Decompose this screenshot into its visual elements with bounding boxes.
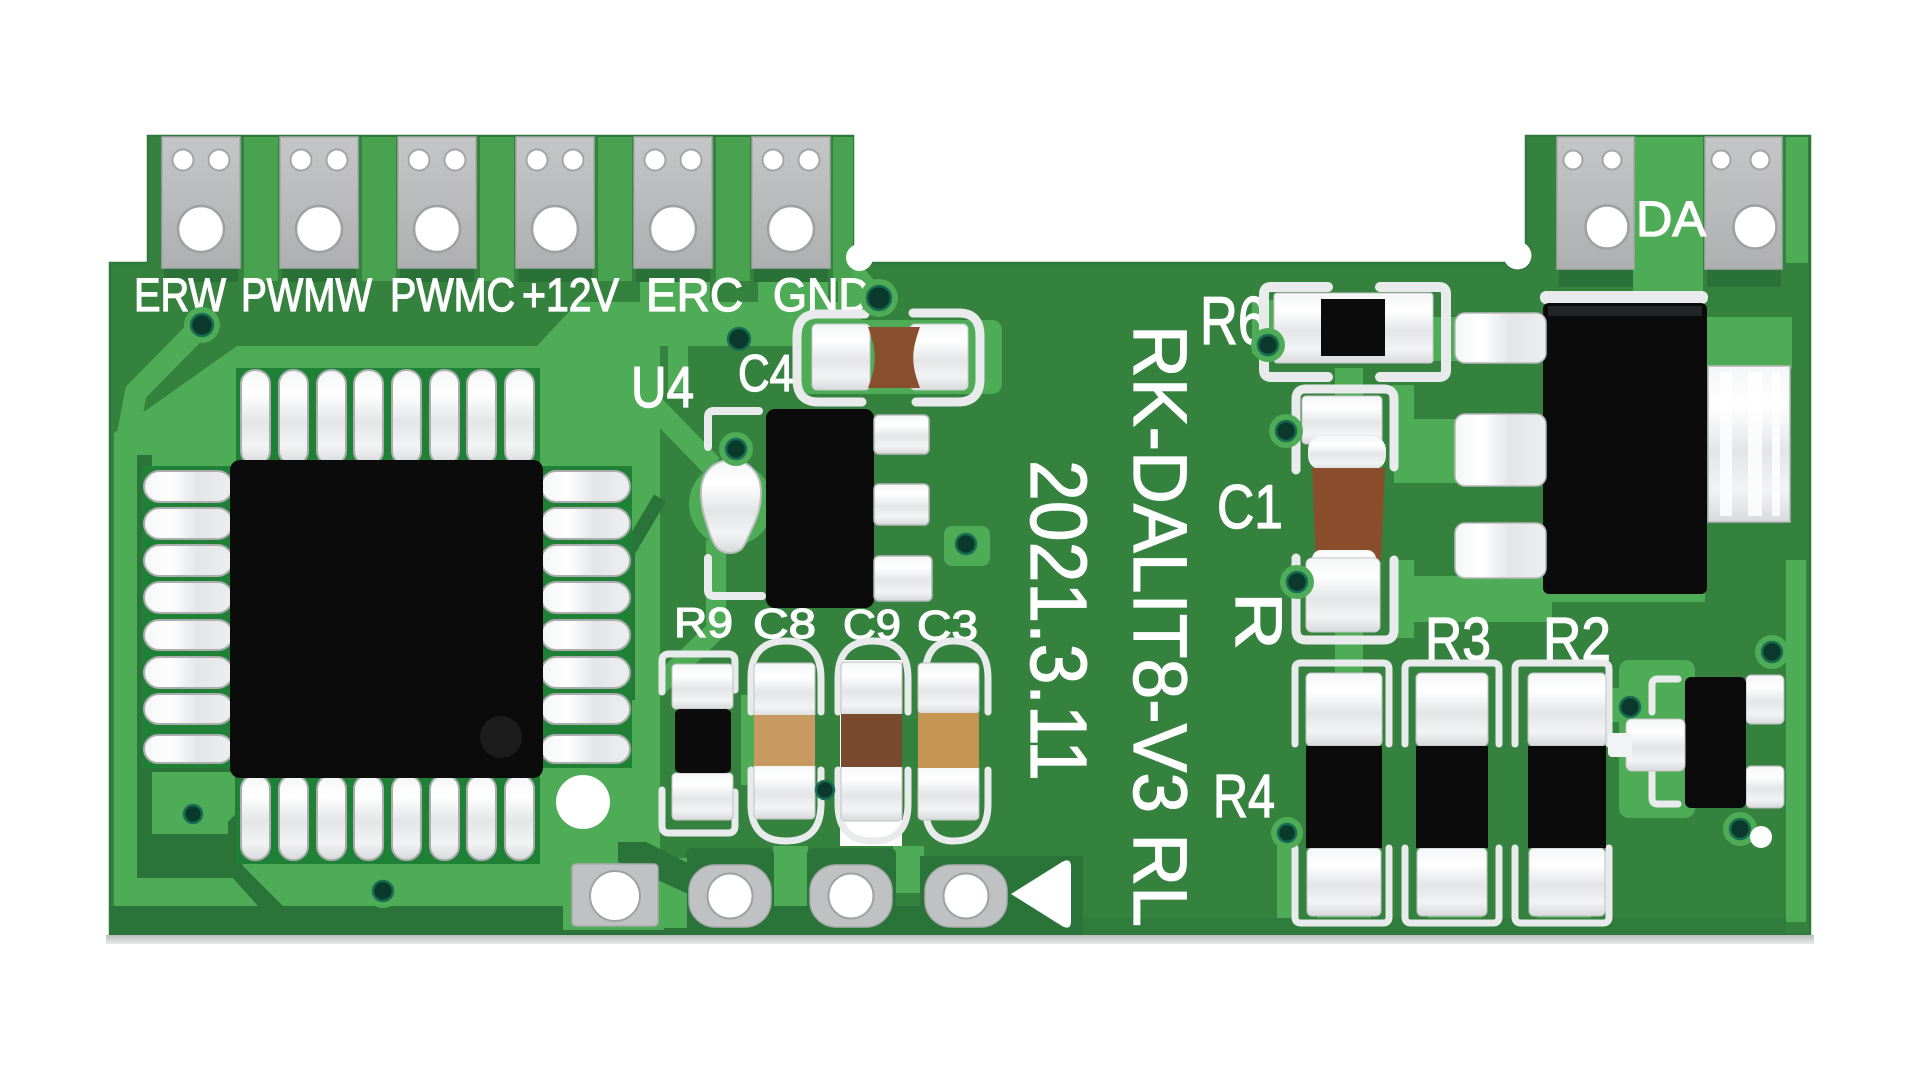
svg-text:R: R — [1222, 592, 1296, 650]
svg-text:DA: DA — [1636, 191, 1707, 247]
svg-text:C1: C1 — [1217, 473, 1283, 542]
svg-text:R9: R9 — [674, 599, 733, 646]
svg-text:ERC: ERC — [646, 268, 743, 321]
svg-text:C4: C4 — [738, 345, 794, 403]
svg-text:PWMC: PWMC — [390, 268, 515, 321]
svg-text:PWMW: PWMW — [241, 268, 373, 321]
svg-text:R4: R4 — [1213, 762, 1275, 830]
svg-text:+12V: +12V — [522, 268, 620, 321]
svg-text:RK-DALIT8-V3 RL: RK-DALIT8-V3 RL — [1117, 325, 1202, 927]
svg-text:U4: U4 — [631, 355, 694, 420]
svg-text:2021.3.11: 2021.3.11 — [1014, 460, 1103, 781]
